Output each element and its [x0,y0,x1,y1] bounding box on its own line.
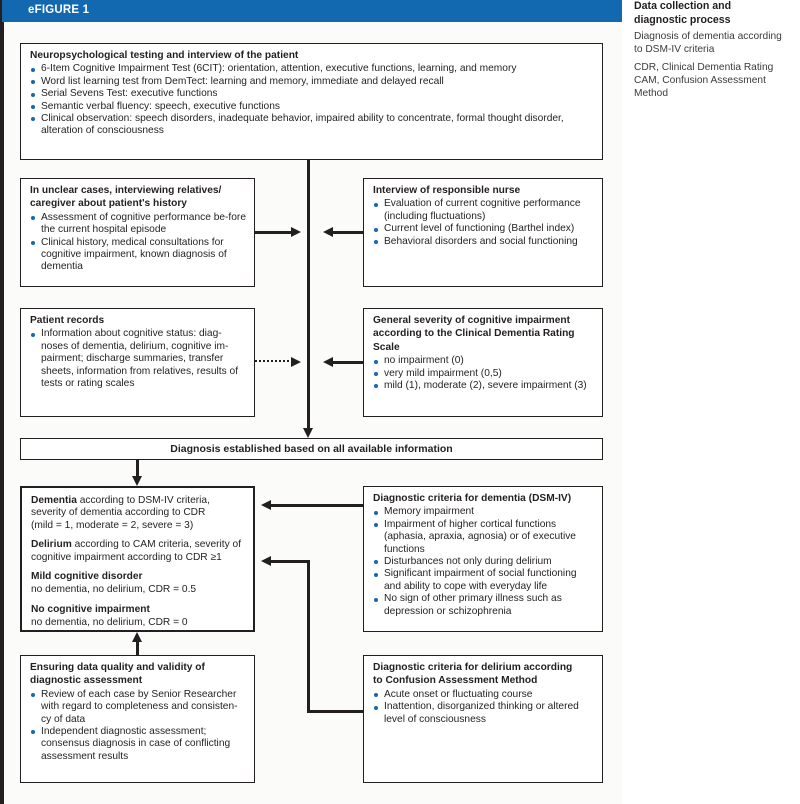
box-heading-line2: according to the Clinical Dementia Ratin… [373,328,575,340]
caption-title-line1: Data collection and [634,0,732,12]
caption-line5: Method [634,88,668,99]
box-heading: Diagnostic criteria for dementia (DSM-IV… [373,493,572,504]
caption-line4: CAM, Confusion Assessment [634,74,766,86]
outcome-none-text: no dementia, no delirium, CDR = 0 [31,617,188,629]
arrowhead-down-to-diagnosis-bar [302,428,313,438]
list-item: very mild impairment (0,5) [373,368,594,380]
list-item: no impairment (0) [373,355,594,367]
bullet-list: 6-Item Cognitive Impairment Test (6CIT):… [30,63,594,137]
arrowhead-left-from-nurse [323,226,333,237]
diagnosis-bar-label: Diagnosis established based on all avail… [170,443,453,455]
caption-line3: CDR, Clinical Dementia Rating [634,61,774,73]
list-item: Current level of functioning (Barthel in… [373,223,594,235]
outcome-dementia-line2: severity of dementia according to CDR [31,507,206,519]
bullet-list: Information about cognitive status: diag… [30,328,246,390]
arrowhead-left-from-cam [261,555,271,566]
box-heading: Neuropsychological testing and interview… [30,50,299,61]
connector-cam-to-box [307,710,363,713]
connector-records-to-trunk-dotted [255,360,293,362]
bullet-list: no impairment (0) very mild impairment (… [373,355,594,392]
outcome-dementia-rest: according to DSM-IV criteria, [76,495,210,506]
outcome-delirium-rest: according to CAM criteria, severity of [71,539,242,551]
list-item: No sign of other primary illness such as… [373,593,594,618]
arrowhead-right-from-records [291,356,301,367]
box-neuropsychological-testing: Neuropsychological testing and interview… [20,43,603,160]
list-item: Inattention, disorganized thinking or al… [373,701,594,726]
connector-relatives-to-trunk [255,231,293,234]
outcome-dementia-line3: (mild = 1, moderate = 2, severe = 3) [31,519,194,531]
bullet-list: Acute onset or fluctuating course Inatte… [373,689,594,726]
arrowhead-up-to-outcome [131,632,142,642]
box-interview-nurse: Interview of responsible nurse Evaluatio… [363,178,603,287]
arrowhead-down-to-outcome [131,476,142,486]
list-item: Information about cognitive status: diag… [30,328,246,390]
outcome-delirium-line2: cognitive impairment according to CDR ≥1 [31,551,222,563]
box-heading-line1: Ensuring data quality and validity of [30,662,205,673]
list-item: Significant impairment of social functio… [373,568,594,593]
list-item: Behavioral disorders and social function… [373,236,594,248]
box-cam-criteria: Diagnostic criteria for delirium accordi… [363,655,603,783]
bullet-list: Memory impairment Impairment of higher c… [373,506,594,618]
box-dsm-iv-criteria: Diagnostic criteria for dementia (DSM-IV… [363,486,603,632]
box-data-quality: Ensuring data quality and validity of di… [20,655,255,783]
bullet-list: Evaluation of current cognitive performa… [373,198,594,248]
list-item: Disturbances not only during delirium [373,556,594,568]
list-item: Clinical history, medical consultations … [30,237,246,274]
connector-cam-elbow-top [271,560,310,563]
outcome-delirium-bold: Delirium [31,539,72,551]
outcome-delirium-line1: Delirium according to CAM criteria, seve… [31,539,244,551]
connector-diagnosisbar-to-outcome [136,460,139,476]
outcome-dementia-line1: Dementia according to DSM-IV criteria, [31,495,244,507]
list-item: Acute onset or fluctuating course [373,689,594,701]
outcome-dementia-bold: Dementia [31,495,77,506]
box-heading: Interview of responsible nurse [373,185,521,196]
list-item: Clinical observation: speech disorders, … [30,113,594,138]
box-diagnostic-outcome: Dementia according to DSM-IV criteria, s… [20,486,255,632]
box-heading-line2: to Confusion Assessment Method [373,675,538,687]
bullet-list: Assessment of cognitive performance be-f… [30,212,246,274]
box-diagnosis-established: Diagnosis established based on all avail… [20,438,603,460]
list-item: Impairment of higher cortical functions … [373,519,594,556]
connector-main-trunk [307,160,310,428]
box-heading-line1: Diagnostic criteria for delirium accordi… [373,662,573,673]
caption-title-line2: diagnostic process [634,13,731,26]
connector-cdr-to-trunk [332,361,363,364]
arrowhead-right-from-relatives [291,226,301,237]
outcome-mild-text: no dementia, no delirium, CDR = 0.5 [31,584,197,596]
list-item: Word list learning test from DemTect: le… [30,76,594,88]
connector-quality-to-outcome [136,642,139,655]
list-item: Review of each case by Senior Researcher… [30,689,246,726]
arrowhead-left-from-cdr [323,356,333,367]
list-item: Serial Sevens Test: executive functions [30,88,594,100]
figure-header-bar: eFIGURE 1 [2,0,622,22]
box-patient-records: Patient records Information about cognit… [20,308,255,417]
box-interviewing-relatives: In unclear cases, interviewing relatives… [20,178,255,287]
arrowhead-left-from-dsm [261,499,271,510]
box-heading-line3: Scale [373,341,400,353]
outcome-none-heading: No cognitive impairment [31,603,150,615]
figure-caption: Data collection and diagnostic process D… [634,0,796,100]
bullet-list: Review of each case by Senior Researcher… [30,689,246,763]
box-heading: Patient records [30,315,105,326]
caption-line2: to DSM-IV criteria [634,44,715,56]
caption-line1: Diagnosis of dementia according [634,31,782,43]
box-heading-line1: General severity of cognitive impairment [373,315,571,326]
list-item: Semantic verbal fluency: speech, executi… [30,101,594,113]
list-item: 6-Item Cognitive Impairment Test (6CIT):… [30,63,594,75]
list-item: Assessment of cognitive performance be-f… [30,212,246,237]
figure-tag-label: eFIGURE 1 [28,4,90,16]
box-heading-line1: In unclear cases, interviewing relatives… [30,185,222,196]
box-heading-line2: caregiver about patient's history [30,198,187,210]
connector-cam-vertical [307,560,310,712]
list-item: mild (1), moderate (2), severe impairmen… [373,380,594,392]
list-item: Independent diagnostic assessment; conse… [30,726,246,763]
box-cdr-severity-scale: General severity of cognitive impairment… [363,308,603,417]
list-item: Memory impairment [373,506,594,518]
connector-nurse-to-trunk [332,231,363,234]
connector-dsm-to-outcome [271,504,363,507]
list-item: Evaluation of current cognitive performa… [373,198,594,223]
box-heading-line2: diagnostic assessment [30,675,143,687]
outcome-mild-heading: Mild cognitive disorder [31,571,143,583]
